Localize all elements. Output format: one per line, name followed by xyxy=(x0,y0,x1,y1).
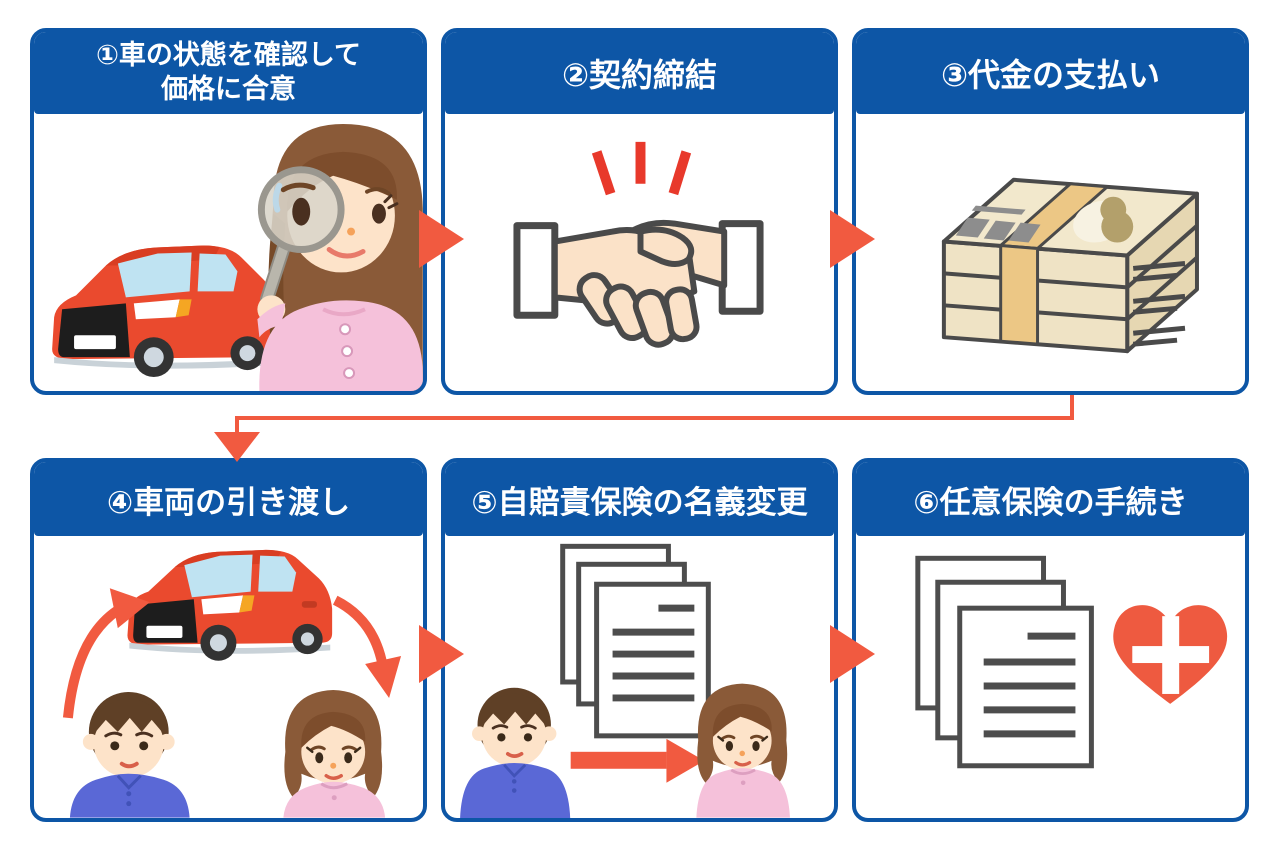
money-stack-icon xyxy=(941,177,1199,354)
step-6-title: ⑥任意保険の手続き xyxy=(913,484,1188,521)
step-1-panel: ①車の状態を確認して 価格に合意 xyxy=(30,28,427,395)
red-car-icon xyxy=(52,245,278,378)
woman-figure xyxy=(257,123,423,391)
step-3-title: ③代金の支払い xyxy=(940,56,1161,94)
step-4-panel: ④車両の引き渡し xyxy=(30,458,427,822)
woman-figure xyxy=(696,683,790,818)
man-figure xyxy=(460,687,571,818)
step-2-illustration-area xyxy=(445,114,834,391)
document-stack-icon xyxy=(915,555,1094,769)
car-handover-illustration xyxy=(62,549,402,818)
step-3-panel: ③代金の支払い xyxy=(852,28,1249,395)
step-6-header: ⑥任意保険の手続き xyxy=(856,462,1245,536)
step-3-illustration-area xyxy=(856,114,1245,391)
step-2-title: ②契約締結 xyxy=(561,56,718,94)
heart-plus-icon xyxy=(1113,605,1228,704)
step-6-illustration-area xyxy=(856,536,1245,818)
emphasis-sparks-icon xyxy=(591,141,692,196)
step1-to-step2-arrow xyxy=(419,210,464,268)
step-4-header: ④車両の引き渡し xyxy=(34,462,423,536)
money-stack-illustration xyxy=(941,177,1199,354)
step-5-panel: ⑤自賠責保険の名義変更 xyxy=(441,458,838,822)
step-3-header: ③代金の支払い xyxy=(856,32,1245,114)
step4-to-step5-arrow xyxy=(419,625,464,683)
insurance-documents-illustration xyxy=(915,555,1228,769)
step-2-panel: ②契約締結 xyxy=(441,28,838,395)
woman-figure xyxy=(283,689,386,818)
red-car-icon xyxy=(127,549,333,661)
step-1-header: ①車の状態を確認して 価格に合意 xyxy=(34,32,423,114)
step5-to-step6-arrow xyxy=(830,625,875,683)
document-transfer-illustration xyxy=(460,543,790,818)
document-stack-icon xyxy=(560,543,711,739)
step-1-title-line2: 価格に合意 xyxy=(161,74,296,105)
handover-arrows-icon xyxy=(62,588,402,719)
step-1-illustration-area xyxy=(34,114,423,391)
handshake-icon xyxy=(513,219,764,348)
step2-to-step3-arrow xyxy=(830,210,875,268)
step-2-header: ②契約締結 xyxy=(445,32,834,114)
step-4-illustration-area xyxy=(34,536,423,818)
man-figure xyxy=(69,691,190,818)
step-4-title: ④車両の引き渡し xyxy=(106,484,351,521)
woman-inspecting-car-illustration xyxy=(52,123,423,391)
step-6-panel: ⑥任意保険の手続き xyxy=(852,458,1249,822)
step-5-illustration-area xyxy=(445,536,834,818)
step-5-title: ⑤自賠責保険の名義変更 xyxy=(471,484,808,521)
step-1-title-line1: ①車の状態を確認して xyxy=(95,40,362,72)
handshake-illustration xyxy=(513,141,764,348)
transfer-arrow-icon xyxy=(570,738,705,783)
step-5-header: ⑤自賠責保険の名義変更 xyxy=(445,462,834,536)
